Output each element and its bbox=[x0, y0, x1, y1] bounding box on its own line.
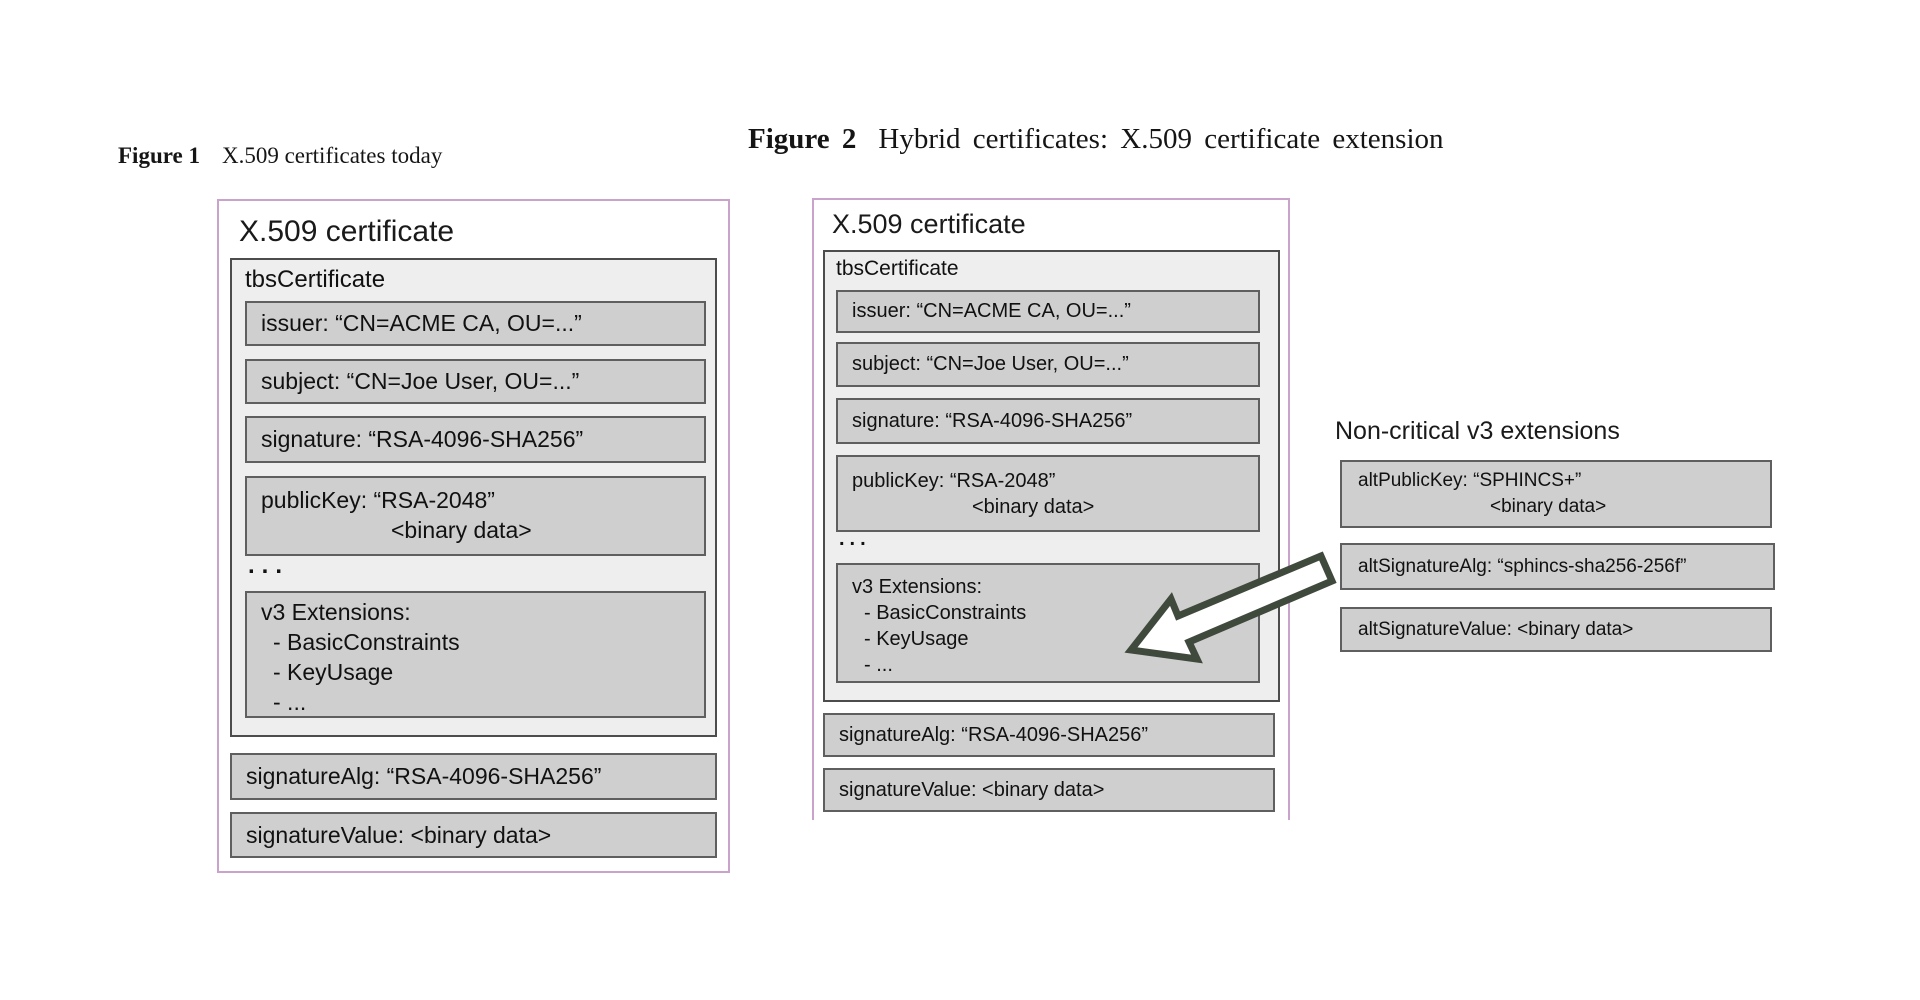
fig1-signaturevalue-row: signatureValue: <binary data> bbox=[230, 812, 717, 858]
figure2-caption-text: Hybrid certificates: X.509 certificate e… bbox=[878, 123, 1444, 155]
fig2-v3-extensions-row: v3 Extensions: - BasicConstraints - KeyU… bbox=[836, 563, 1260, 683]
fig2-signaturevalue-row: signatureValue: <binary data> bbox=[823, 768, 1275, 812]
fig1-v3-item: - BasicConstraints bbox=[273, 629, 460, 656]
fig2-tbscertificate-box: tbsCertificate issuer: “CN=ACME CA, OU=.… bbox=[823, 250, 1280, 702]
fig1-certificate-title: X.509 certificate bbox=[239, 215, 455, 248]
figure2-caption-label: Figure 2 bbox=[748, 123, 857, 155]
figure2-caption: Figure 2 Hybrid certificates: X.509 certi… bbox=[748, 123, 1444, 156]
extensions-panel-heading: Non-critical v3 extensions bbox=[1335, 417, 1620, 445]
figure1-caption-text: X.509 certificates today bbox=[221, 143, 443, 168]
altpublickey-line1: altPublicKey: “SPHINCS+” bbox=[1358, 470, 1582, 492]
fig2-signaturealg-row: signatureAlg: “RSA-4096-SHA256” bbox=[823, 713, 1275, 757]
fig2-certificate-frame: X.509 certificate tbsCertificate issuer:… bbox=[812, 198, 1290, 820]
fig1-signaturealg-row: signatureAlg: “RSA-4096-SHA256” bbox=[230, 753, 717, 800]
fig1-v3-item: - ... bbox=[273, 688, 307, 715]
fig1-publickey-line2: <binary data> bbox=[391, 517, 532, 543]
fig2-certificate-title: X.509 certificate bbox=[832, 209, 1026, 239]
fig2-v3-item: - ... bbox=[864, 654, 893, 676]
fig1-ellipsis: ... bbox=[248, 552, 290, 579]
fig1-publickey-line1: publicKey: “RSA-2048” bbox=[261, 487, 495, 514]
fig1-tbscertificate-box: tbsCertificate issuer: “CN=ACME CA, OU=.… bbox=[230, 258, 717, 737]
fig1-subject-row: subject: “CN=Joe User, OU=...” bbox=[245, 359, 706, 404]
fig2-v3-item: - BasicConstraints bbox=[864, 602, 1027, 624]
figure1-caption: Figure 1 X.509 certificates today bbox=[118, 143, 442, 169]
fig1-v3-item: - KeyUsage bbox=[273, 659, 394, 685]
altsignaturealg-row: altSignatureAlg: “sphincs-sha256-256f” bbox=[1340, 543, 1775, 590]
fig1-certificate-frame: X.509 certificate tbsCertificate issuer:… bbox=[217, 199, 730, 873]
fig2-ellipsis: ... bbox=[839, 528, 871, 550]
altsignaturevalue-row: altSignatureValue: <binary data> bbox=[1340, 607, 1772, 652]
fig1-tbscertificate-label: tbsCertificate bbox=[245, 266, 386, 293]
fig2-publickey-row: publicKey: “RSA-2048” <binary data> bbox=[836, 455, 1260, 532]
fig2-v3-item: - KeyUsage bbox=[864, 628, 969, 650]
fig1-v3-extensions-row: v3 Extensions: - BasicConstraints - KeyU… bbox=[245, 591, 706, 718]
fig2-v3-title: v3 Extensions: bbox=[852, 576, 983, 598]
figure1-caption-label: Figure 1 bbox=[118, 143, 200, 168]
fig1-v3-title: v3 Extensions: bbox=[261, 599, 411, 626]
altpublickey-row: altPublicKey: “SPHINCS+” <binary data> bbox=[1340, 460, 1772, 528]
fig2-issuer-row: issuer: “CN=ACME CA, OU=...” bbox=[836, 290, 1260, 333]
altpublickey-line2: <binary data> bbox=[1490, 496, 1607, 517]
fig2-tbscertificate-label: tbsCertificate bbox=[836, 257, 959, 280]
fig1-signature-row: signature: “RSA-4096-SHA256” bbox=[245, 416, 706, 463]
fig1-publickey-row: publicKey: “RSA-2048” <binary data> bbox=[245, 476, 706, 556]
fig1-issuer-row: issuer: “CN=ACME CA, OU=...” bbox=[245, 301, 706, 346]
fig2-signature-row: signature: “RSA-4096-SHA256” bbox=[836, 398, 1260, 444]
fig2-publickey-line2: <binary data> bbox=[972, 495, 1095, 518]
fig2-subject-row: subject: “CN=Joe User, OU=...” bbox=[836, 342, 1260, 387]
fig2-publickey-line1: publicKey: “RSA-2048” bbox=[852, 469, 1056, 492]
